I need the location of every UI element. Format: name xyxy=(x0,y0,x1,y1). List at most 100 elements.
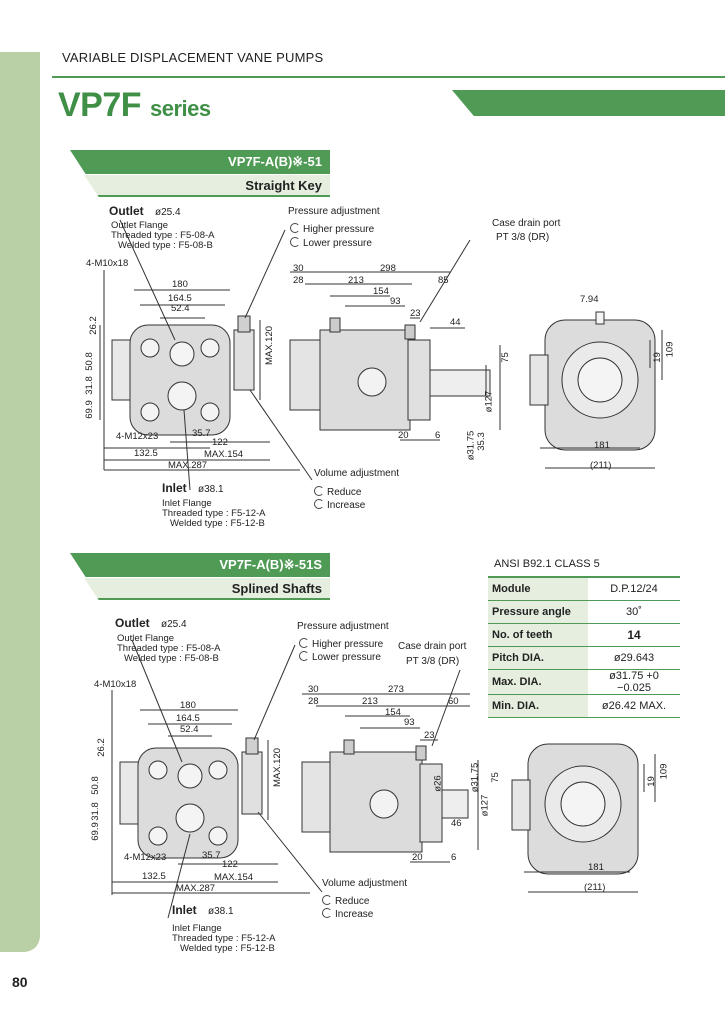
s2-reduce-text: Reduce xyxy=(335,896,370,907)
s2-higher-text: Higher pressure xyxy=(312,639,384,650)
dim-label: 181 xyxy=(588,862,604,873)
dim-label: MAX.287 xyxy=(176,883,216,894)
dim-label: 75 xyxy=(489,772,501,783)
dim-label: 164.5 xyxy=(176,713,200,724)
section2-drawing xyxy=(111,639,656,919)
s2-outlet-dia: ø25.4 xyxy=(161,619,187,630)
spec-key: No. of teeth xyxy=(488,623,588,647)
dim-label: 19 xyxy=(651,352,663,363)
s2-outlet: Outlet xyxy=(115,616,150,630)
dim-label: ø127 xyxy=(479,794,491,817)
spline-table-rule xyxy=(488,576,680,578)
s1-outlet-threaded: Threaded type : F5-08-A xyxy=(111,230,215,241)
dim-label: 35.7 xyxy=(202,850,221,861)
dim-label: 132.5 xyxy=(142,871,166,882)
series-suffix: series xyxy=(150,96,211,121)
s2-rear-view xyxy=(511,743,656,893)
dim-label: MAX.120 xyxy=(272,747,284,788)
s2-lower-text: Lower pressure xyxy=(312,652,381,663)
dim-label: 52.4 xyxy=(180,724,199,735)
s1-outlet-flange: Outlet Flange xyxy=(111,220,169,231)
s2-reduce: Reduce xyxy=(322,895,369,907)
spec-key: Pressure angle xyxy=(488,600,588,624)
dim-label: 6 xyxy=(451,852,457,863)
s2-inlet-flange: Inlet Flange xyxy=(172,923,222,934)
rotate-ccw-icon xyxy=(299,651,309,661)
s2-increase: Increase xyxy=(322,908,373,920)
spec-key: Min. DIA. xyxy=(488,694,588,718)
s1-inlet-welded: Welded type : F5-12-B xyxy=(170,518,265,529)
spec-value: D.P.12/24 xyxy=(588,578,680,601)
s1-reduce-text: Reduce xyxy=(327,487,362,498)
s2-increase-text: Increase xyxy=(335,909,374,920)
dim-label: 4-M12x23 xyxy=(124,852,167,863)
dim-label: ø31.75 xyxy=(469,762,481,793)
dim-label: 44 xyxy=(450,317,461,328)
dim-label: 35.7 xyxy=(192,428,211,439)
s1-increase-text: Increase xyxy=(327,500,366,511)
dim-label: 46 xyxy=(451,818,462,829)
dim-label: 20 xyxy=(398,430,409,441)
dim-label: 20 xyxy=(412,852,423,863)
header-rule xyxy=(52,76,725,78)
dim-label: 4-M10x18 xyxy=(94,679,137,690)
table-row: Min. DIA.ø26.42 MAX. xyxy=(488,694,680,718)
s2-inlet-threaded: Threaded type : F5-12-A xyxy=(172,933,276,944)
s1-increase: Increase xyxy=(314,499,365,511)
header-band xyxy=(452,90,725,116)
s1-outlet-label: Outlet ø25.4 xyxy=(109,204,181,218)
dim-label: MAX.154 xyxy=(214,872,254,883)
s2-outlet-welded: Welded type : F5-08-B xyxy=(124,653,219,664)
s2-outlet-flange: Outlet Flange xyxy=(117,633,175,644)
dim-label: 298 xyxy=(380,263,396,274)
s2-side-view xyxy=(301,693,479,863)
rotate-cw-icon xyxy=(299,638,309,648)
page-title: VP7F series xyxy=(58,86,211,125)
dim-label: 85 xyxy=(438,275,449,286)
s1-inlet-flange: Inlet Flange xyxy=(162,498,212,509)
dim-label: 26.2 xyxy=(95,738,107,757)
dim-label: 180 xyxy=(172,279,188,290)
dim-label: 4-M10x18 xyxy=(86,258,129,269)
rotate-ccw-icon xyxy=(314,499,324,509)
dim-label: 132.5 xyxy=(134,448,158,459)
dim-label: 154 xyxy=(373,286,389,297)
s2-outlet-threaded: Threaded type : F5-08-A xyxy=(117,643,221,654)
dim-label: 23 xyxy=(424,730,435,741)
dim-label: 93 xyxy=(390,296,401,307)
s1-lower-pressure: Lower pressure xyxy=(290,237,372,249)
s2-inlet-label: Inlet ø38.1 xyxy=(172,903,234,917)
dim-label: 19 xyxy=(645,776,657,787)
dim-label: 75 xyxy=(499,352,511,363)
s2-lower-pressure: Lower pressure xyxy=(299,651,381,663)
s2-front-view xyxy=(111,690,310,895)
section2-model-tab: VP7F-A(B)※-51S xyxy=(70,553,330,577)
s1-inlet-threaded: Threaded type : F5-12-A xyxy=(162,508,266,519)
dim-label: MAX.287 xyxy=(168,460,208,471)
dim-label: 6 xyxy=(435,430,441,441)
dim-label: ø31.75 xyxy=(465,430,477,461)
dim-label: 7.94 xyxy=(580,294,599,305)
s1-rear-view xyxy=(529,311,663,469)
page-number: 80 xyxy=(12,974,28,990)
section2-variant: Splined Shafts xyxy=(84,578,330,600)
s2-inlet: Inlet xyxy=(172,903,197,917)
dim-label: 4-M12x23 xyxy=(116,431,159,442)
dim-label: 154 xyxy=(385,707,401,718)
dim-label: 50.8 xyxy=(83,352,95,371)
dim-label: 180 xyxy=(180,700,196,711)
s1-higher-pressure: Higher pressure xyxy=(290,223,374,235)
dim-label: 23 xyxy=(410,308,421,319)
s2-volume-adjustment: Volume adjustment xyxy=(322,878,408,889)
rotate-cw-icon xyxy=(314,486,324,496)
dim-label: ø26 xyxy=(432,775,444,792)
dim-label: (211) xyxy=(590,460,612,471)
s1-side-view xyxy=(289,271,501,441)
dim-label: 50.8 xyxy=(89,776,101,795)
spec-value: 14 xyxy=(588,623,680,647)
dim-label: 109 xyxy=(658,763,670,780)
s1-outlet-dia: ø25.4 xyxy=(155,207,181,218)
spec-value: ø31.75 +0 −0.025 xyxy=(588,669,680,695)
